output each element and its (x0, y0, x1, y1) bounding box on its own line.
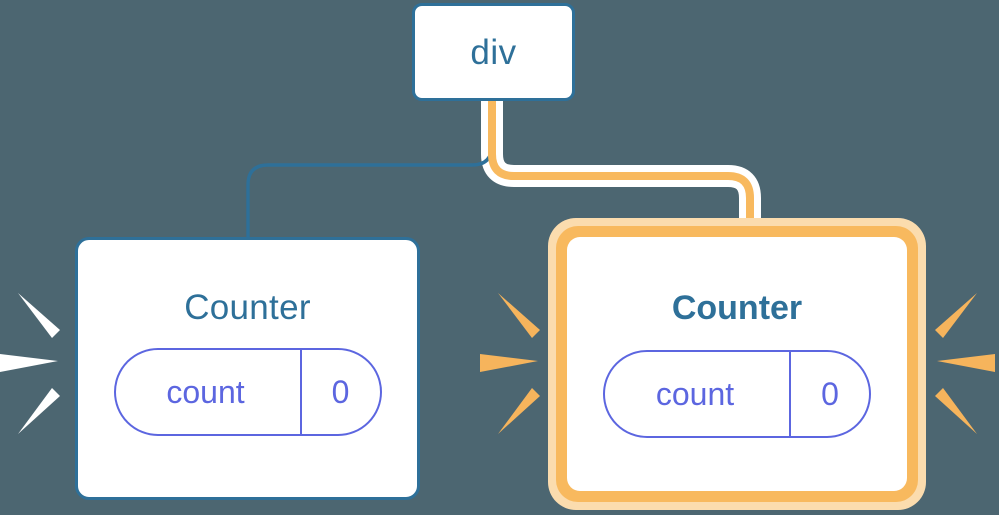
card-counter-left[interactable]: Counter count 0 (75, 237, 420, 500)
sparkle-ray-icon (498, 388, 540, 434)
state-pill-count[interactable]: count 0 (603, 350, 871, 438)
state-pill-value: 0 (789, 352, 869, 436)
sparkle-ray-icon (935, 388, 977, 434)
sparkle-ray-icon (0, 354, 58, 372)
sparkle-ray-icon (18, 388, 60, 434)
sparkle-right-card-left (480, 293, 540, 434)
node-div-label: div (470, 32, 517, 72)
sparkle-left-white (0, 293, 60, 434)
sparkle-ray-icon (18, 293, 60, 338)
state-pill-count[interactable]: count 0 (113, 348, 382, 436)
state-pill-value: 0 (299, 350, 380, 434)
state-pill-key: count (166, 374, 245, 410)
state-pill-key: count (655, 376, 735, 412)
sparkle-ray-icon (498, 293, 540, 338)
sparkle-ray-icon (937, 354, 995, 372)
card-title: Counter (671, 289, 803, 327)
node-div[interactable]: div (412, 3, 575, 101)
connector-div-to-counter-left (246, 98, 494, 246)
card-counter-right[interactable]: Counter count 0 (567, 237, 907, 491)
sparkle-ray-icon (480, 354, 538, 372)
sparkle-ray-icon (935, 293, 977, 338)
sparkle-right-card-right (935, 293, 995, 434)
card-counter-right-ring: Counter count 0 (556, 226, 918, 502)
card-title: Counter (184, 288, 311, 327)
card-counter-right-glow: Counter count 0 (548, 218, 926, 510)
